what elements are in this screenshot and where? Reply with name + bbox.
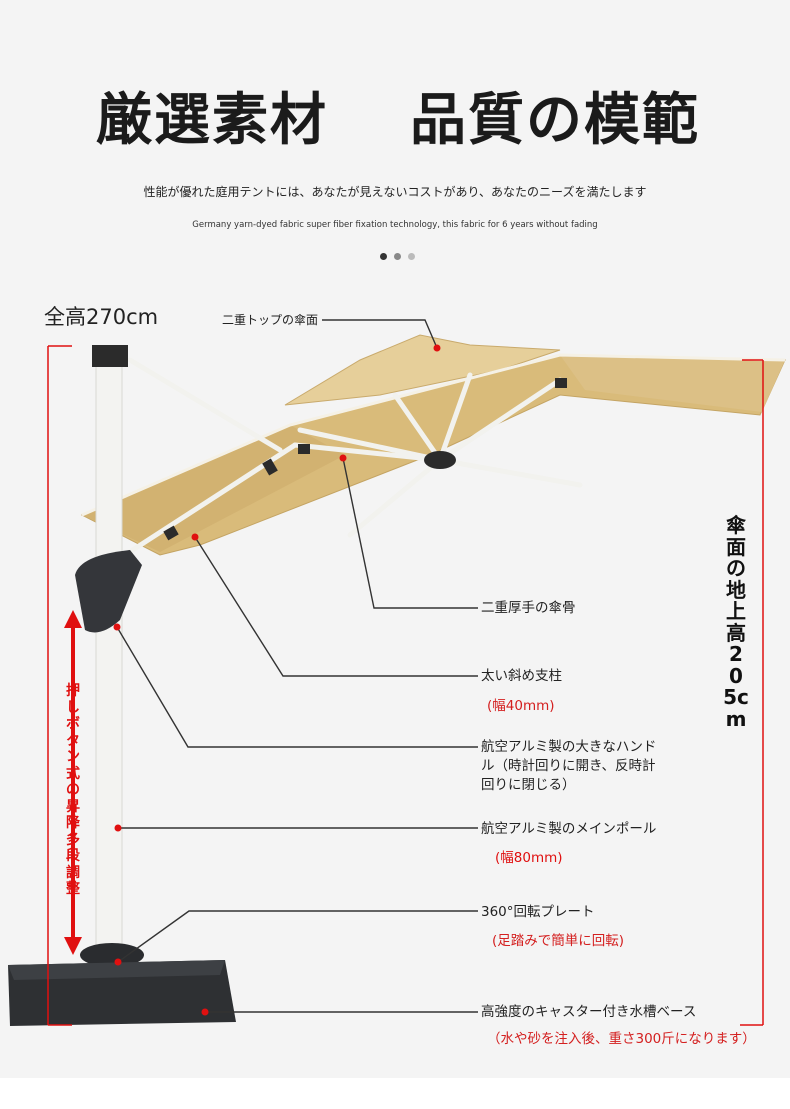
label-base: 高強度のキャスター付き水槽ベース: [481, 1004, 697, 1020]
canopy-height-dimension: [740, 359, 764, 1026]
handle-crank: [75, 550, 142, 633]
carousel-dot-2[interactable]: [394, 253, 402, 260]
label-handle: 航空アルミ製の大きなハンドル（時計回りに開き、反時計回りに閉じる）: [481, 739, 657, 793]
push-button-adjust-label: 押しボタン式の昇降多段調整: [66, 683, 80, 897]
label-strut: 太い斜め支柱: [481, 668, 562, 684]
bottom-band: [0, 1078, 790, 1109]
canopy-top-layer: [284, 334, 561, 406]
label-base-note: （水や砂を注入後、重さ300斤になります）: [487, 1031, 756, 1047]
total-height-dimension: [47, 345, 72, 1026]
label-ribs: 二重厚手の傘骨: [481, 600, 576, 616]
callout-dots: [113, 344, 441, 1016]
carousel-dot-1[interactable]: [380, 253, 387, 260]
rotation-plate: [80, 943, 144, 967]
pole-top-cap: [92, 345, 128, 367]
lift-arrow: [64, 610, 82, 955]
label-double-top: 二重トップの傘面: [222, 313, 319, 327]
label-strut-note: (幅40mm): [487, 698, 555, 714]
canopy-height-label: 傘面の地上高205cm: [723, 513, 749, 731]
subtitle-japanese: 性能が優れた庭用テントには、あなたが見えないコストがあり、あなたのニーズを満たし…: [143, 185, 647, 199]
main-pole: [95, 354, 123, 946]
headline-quality-materials: 厳選素材: [96, 88, 328, 153]
callout-lines: [116, 319, 478, 1013]
canopy-hub: [424, 451, 456, 469]
carousel-dot-3[interactable]: [408, 253, 416, 260]
label-pole-note: (幅80mm): [495, 850, 563, 866]
total-height-label: 全高270cm: [44, 305, 159, 329]
label-pole: 航空アルミ製のメインポール: [481, 821, 657, 837]
canopy-right-panel: [560, 355, 785, 412]
subtitle-english: Germany yarn-dyed fabric super fiber fix…: [192, 220, 598, 230]
label-plate-note: (足踏みで簡単に回転): [492, 933, 625, 949]
label-plate: 360°回転プレート: [481, 904, 595, 920]
carousel-dots: [380, 245, 417, 260]
headline-quality-model: 品質の模範: [410, 88, 700, 153]
